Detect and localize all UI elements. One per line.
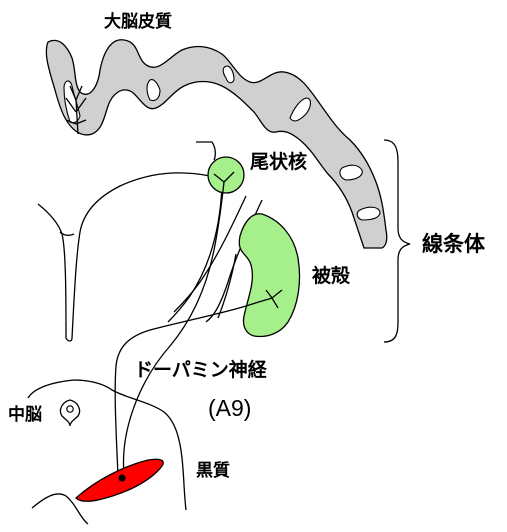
aqueduct-icon <box>60 400 79 426</box>
upper-contour <box>196 142 215 160</box>
striatum-bracket <box>384 140 410 342</box>
putamen <box>239 214 299 337</box>
label-midbrain: 中脳 <box>8 404 42 425</box>
caudate-nucleus <box>208 157 244 193</box>
capsule-line-1 <box>168 186 222 322</box>
label-striatum: 線条体 <box>422 232 486 256</box>
ventricle-outline <box>38 173 220 341</box>
label-cerebral-cortex: 大脳皮質 <box>104 11 172 32</box>
cerebral-cortex-band <box>46 40 386 248</box>
midbrain-outline <box>28 380 186 524</box>
axon-to-caudate <box>123 182 224 474</box>
neuron-cell-body <box>118 474 125 481</box>
label-putamen: 被殻 <box>312 264 351 287</box>
label-caudate-nucleus: 尾状核 <box>250 150 307 173</box>
label-a9: (A9) <box>208 395 251 421</box>
label-substantia-nigra: 黒質 <box>196 460 230 481</box>
label-dopamine-neuron: ドーパミン神経 <box>134 358 268 381</box>
